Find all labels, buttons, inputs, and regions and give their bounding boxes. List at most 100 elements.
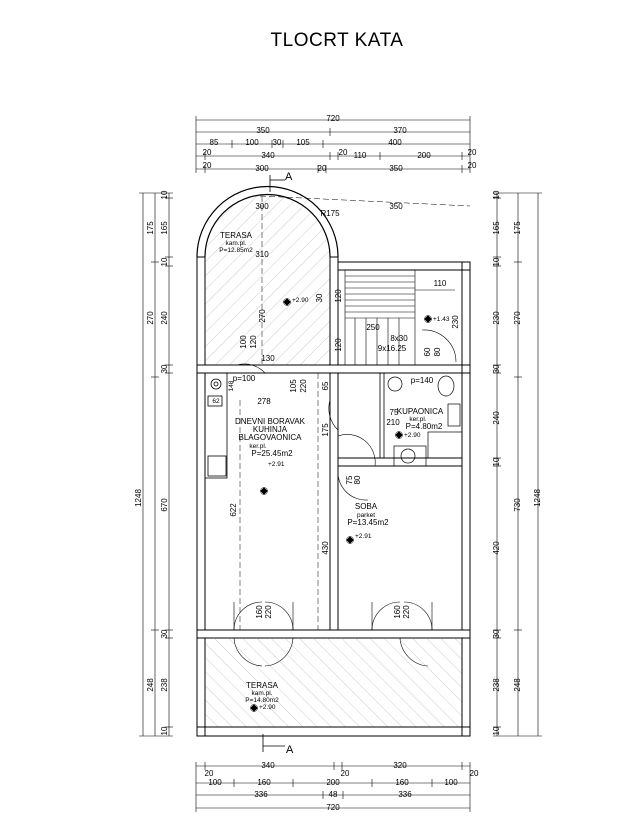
ann-220a: 220 bbox=[264, 605, 273, 619]
ann-9x1625: 9x16.25 bbox=[378, 344, 407, 353]
bathroom-fixtures bbox=[387, 375, 463, 467]
dim-top-20c: 20 bbox=[468, 148, 477, 157]
kupaonica-level: +2.90 bbox=[404, 432, 421, 439]
dim-right-175: 175 bbox=[513, 221, 522, 235]
kitchen-counter bbox=[204, 372, 228, 479]
dim-right-270: 270 bbox=[513, 311, 522, 325]
terasa-top-level: +2.90 bbox=[292, 297, 309, 304]
ann-80b: 80 bbox=[353, 475, 362, 484]
dim-top-110: 110 bbox=[354, 151, 367, 160]
dim-top-200: 200 bbox=[417, 151, 431, 160]
dim-right-10a: 10 bbox=[492, 190, 501, 199]
terasa-bottom-floor: kam.pl. bbox=[252, 690, 273, 697]
stair-level: +1.43 bbox=[433, 316, 450, 323]
dim-bot-20c: 20 bbox=[470, 769, 479, 778]
washing-machine-icon bbox=[387, 376, 403, 392]
dim-bot-48: 48 bbox=[329, 790, 338, 799]
ann-60: 60 bbox=[423, 347, 432, 356]
section-mark-bottom bbox=[262, 734, 285, 752]
ann-175: 175 bbox=[321, 423, 330, 437]
dim-right-10b: 10 bbox=[492, 257, 501, 266]
dim-top-20b: 20 bbox=[339, 148, 348, 157]
dim-top-370: 370 bbox=[393, 126, 407, 135]
ann-p100: p=100 bbox=[233, 374, 256, 383]
dim-bot-336b: 336 bbox=[398, 790, 412, 799]
terrace-top-floor bbox=[205, 257, 330, 365]
dim-bot-100a: 100 bbox=[208, 778, 222, 787]
dim-bot-total: 720 bbox=[326, 803, 340, 812]
dim-bot-200: 200 bbox=[326, 778, 340, 787]
bidet-icon bbox=[447, 403, 461, 427]
dim-left-30b: 30 bbox=[160, 629, 169, 638]
sink-icon bbox=[393, 445, 427, 467]
terasa-bottom-level: +2.90 bbox=[259, 704, 276, 711]
dnevni-area: P=25.45m2 bbox=[251, 449, 293, 458]
shower-icon bbox=[427, 431, 463, 459]
dim-top-400: 400 bbox=[388, 138, 402, 147]
soba-name: SOBA bbox=[355, 502, 378, 511]
dim-left-238: 238 bbox=[160, 678, 169, 692]
dim-top-30: 30 bbox=[273, 138, 282, 147]
dim-bot-160a: 160 bbox=[257, 778, 271, 787]
dim-bot-20b: 20 bbox=[341, 769, 350, 778]
soba-area: P=13.45m2 bbox=[347, 518, 389, 527]
dim-inner-350: 350 bbox=[389, 202, 403, 211]
dim-bot-20a: 20 bbox=[205, 769, 214, 778]
section-label-top: A bbox=[285, 171, 293, 183]
stair-top-wall bbox=[337, 261, 471, 271]
stair-right-wall bbox=[461, 261, 471, 374]
right-outer-wall bbox=[461, 372, 471, 631]
dim-left-10c: 10 bbox=[160, 726, 169, 735]
dnevni-level: +2.91 bbox=[268, 461, 285, 468]
ann-30: 30 bbox=[315, 293, 324, 302]
ann-130: 130 bbox=[261, 354, 275, 363]
dim-bot-336a: 336 bbox=[254, 790, 268, 799]
soba-level: +2.91 bbox=[355, 533, 372, 540]
dim-bot-160b: 160 bbox=[395, 778, 409, 787]
dim-right-10d: 10 bbox=[492, 726, 501, 735]
ann-270: 270 bbox=[258, 309, 267, 323]
ann-80: 80 bbox=[433, 347, 442, 356]
dim-top-20f: 20 bbox=[468, 161, 477, 170]
dnevni-floor: ker.pl. bbox=[249, 443, 267, 450]
dnevni-l2: KUHINJA bbox=[253, 425, 288, 434]
dim-left-165: 165 bbox=[160, 221, 169, 235]
terrace-top-arch-floor bbox=[205, 194, 330, 257]
ann-230s: 230 bbox=[451, 315, 460, 329]
terasa-top-area: P=12.85m2 bbox=[219, 247, 253, 254]
terrace-bottom-left-wall bbox=[196, 637, 206, 737]
dim-right-230: 230 bbox=[492, 311, 501, 325]
top-dimensions bbox=[195, 116, 471, 173]
ann-120b: 120 bbox=[249, 335, 258, 349]
dim-top-85: 85 bbox=[210, 138, 219, 147]
terrace-arch-inner bbox=[204, 193, 331, 258]
section-label-bottom: A bbox=[286, 744, 294, 756]
left-dimensions bbox=[139, 192, 173, 737]
dim-top-100: 100 bbox=[245, 138, 259, 147]
ann-160b: 160 bbox=[393, 605, 402, 619]
dim-bot-100b: 100 bbox=[444, 778, 458, 787]
terrace-bottom-parapet bbox=[196, 726, 471, 737]
ann-430: 430 bbox=[321, 541, 330, 555]
dim-top-300: 300 bbox=[255, 164, 269, 173]
ann-120c: 120 bbox=[334, 338, 343, 352]
dim-right-165: 165 bbox=[492, 221, 501, 235]
dim-top-20e: 20 bbox=[318, 164, 327, 173]
ann-278: 278 bbox=[257, 397, 271, 406]
dim-left-30a: 30 bbox=[160, 364, 169, 373]
dim-top-350: 350 bbox=[256, 126, 270, 135]
mid-wall bbox=[196, 364, 471, 374]
ann-210: 210 bbox=[386, 418, 400, 427]
ann-8x30: 8x30 bbox=[390, 334, 408, 343]
section-mark-top bbox=[269, 175, 285, 192]
toilet-icon bbox=[437, 375, 455, 397]
terrace-arch-outer bbox=[196, 185, 339, 258]
kupaonica-name: KUPAONICA bbox=[397, 407, 444, 416]
terasa-top-floor: kam.pl. bbox=[226, 240, 247, 247]
dnevni-l3: BLAGOVAONICA bbox=[239, 433, 303, 442]
ann-100: 100 bbox=[239, 335, 248, 349]
ann-120a: 120 bbox=[334, 289, 343, 303]
bottom-dimensions bbox=[195, 762, 471, 812]
dim-top-total: 720 bbox=[326, 114, 340, 123]
terrace-top-left-wall bbox=[196, 256, 206, 366]
